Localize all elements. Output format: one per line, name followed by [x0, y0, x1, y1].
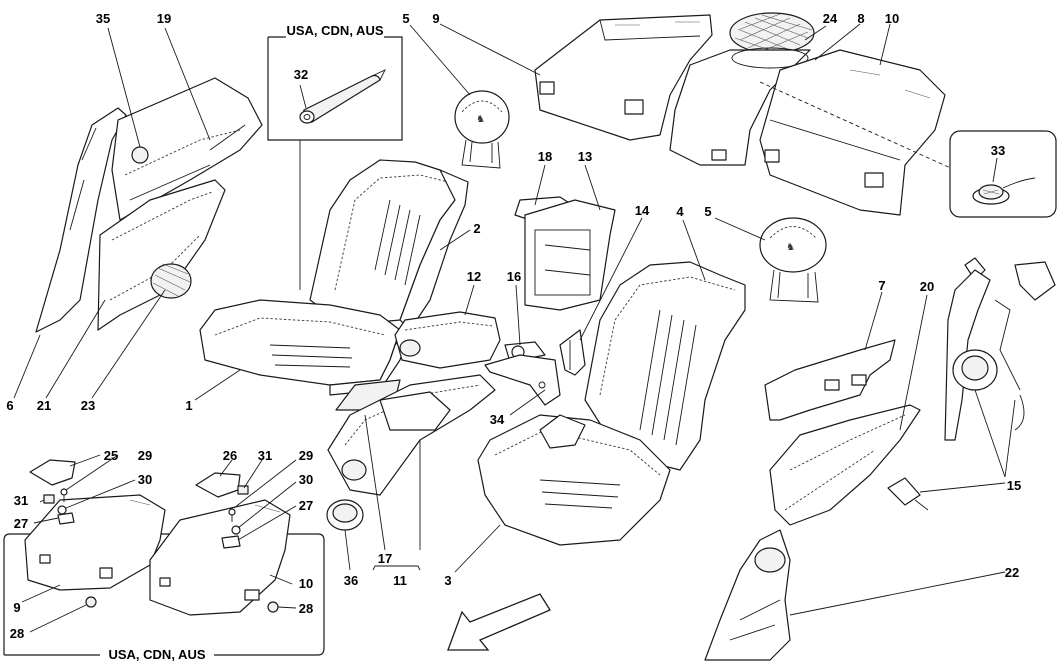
inset-box-top: USA, CDN, AUS: [267, 23, 403, 141]
svg-text:♞: ♞: [786, 242, 795, 253]
callout-33: 33: [991, 143, 1005, 158]
inset-part-31-plug-a: [43, 494, 55, 504]
callout-30-right: 30: [299, 472, 313, 487]
part-10-rear-panel-right: [759, 49, 946, 216]
callout-28-left: 28: [10, 626, 24, 641]
callout-36: 36: [344, 573, 358, 588]
inset-part-26-cover: [195, 472, 241, 498]
leader-lines: [13, 23, 1016, 633]
part-14-latch: [559, 329, 586, 376]
part-9-rear-panel-left: [534, 14, 713, 141]
callout-27-right: 27: [299, 498, 313, 513]
part-22-pillar: [704, 529, 791, 661]
callout-5-right: 5: [704, 204, 711, 219]
callout-20: 20: [920, 279, 934, 294]
svg-text:♞: ♞: [476, 114, 485, 125]
part-12-armrest: [394, 311, 501, 369]
callout-12: 12: [467, 269, 481, 284]
callout-16: 16: [507, 269, 521, 284]
arrow-down-left-icon: [447, 593, 551, 651]
part-4-seat-back-right: [584, 261, 746, 471]
part-8-rear-panel-center: [669, 47, 811, 166]
part-23-speaker-grille: [150, 263, 192, 299]
part-7-upper-trim: [764, 339, 896, 421]
part-5-headrest-upper: ♞: [454, 90, 510, 169]
inset-part-25-cover: [29, 459, 76, 486]
callout-29-right: 29: [299, 448, 313, 463]
callout-1: 1: [185, 398, 192, 413]
part-35-cap: [131, 146, 149, 164]
callout-19: 19: [157, 11, 171, 26]
callout-18: 18: [538, 149, 552, 164]
part-20-mid-trim: [769, 404, 921, 526]
callout-35: 35: [96, 11, 110, 26]
callout-9-inset: 9: [13, 600, 20, 615]
inset-part-27-bracket-b: [221, 535, 241, 549]
callout-26: 26: [223, 448, 237, 463]
part-1-seat-cushion-left: [199, 299, 411, 396]
callout-21: 21: [37, 398, 51, 413]
callout-25: 25: [104, 448, 118, 463]
callout-4: 4: [676, 204, 684, 219]
callout-8: 8: [857, 11, 864, 26]
region-label-top: USA, CDN, AUS: [286, 23, 383, 38]
callout-6: 6: [6, 398, 13, 413]
callout-22: 22: [1005, 565, 1019, 580]
inset-box-bottom: USA, CDN, AUS: [3, 459, 325, 662]
callout-23: 23: [81, 398, 95, 413]
callout-28-right: 28: [299, 601, 313, 616]
callout-30-left: 30: [138, 472, 152, 487]
callout-14: 14: [635, 203, 650, 218]
part-33-sensor: [972, 177, 1036, 205]
callout-32: 32: [294, 67, 308, 82]
part-34-bracket: [484, 354, 561, 406]
callout-15: 15: [1007, 478, 1021, 493]
inset-part-30-clip-a: [57, 505, 67, 515]
part-32-tube: [299, 69, 386, 124]
part-36-cup: [326, 499, 364, 531]
callout-27-left: 27: [14, 516, 28, 531]
callout-13: 13: [578, 149, 592, 164]
callout-34: 34: [490, 412, 505, 427]
callout-31-left: 31: [14, 493, 28, 508]
callout-24: 24: [823, 11, 838, 26]
inset-part-29-screw-a: [60, 488, 68, 502]
callout-numbers: 35 19 5 9 24 8 10 32 2 18 13 14 4 5 33 1…: [6, 11, 1021, 641]
inset-part-29-screw-b: [228, 508, 236, 522]
inset-part-28-grommet-b: [267, 601, 279, 613]
callout-5-upper: 5: [402, 11, 409, 26]
callout-3: 3: [444, 573, 451, 588]
part-11-console: [327, 374, 496, 496]
callout-2: 2: [473, 221, 480, 236]
part-6-pillar-trim: [35, 107, 127, 333]
part-19-upper-panel: [111, 77, 263, 221]
callout-10-inset: 10: [299, 576, 313, 591]
part-13-frame: [524, 199, 616, 311]
callout-7: 7: [878, 278, 885, 293]
callout-17: 17: [378, 551, 392, 566]
inset-part-28-grommet-a: [85, 596, 97, 608]
part-2-seat-back-left: [309, 159, 469, 331]
part-5-headrest-right: ♞: [759, 217, 827, 303]
callout-9-upper: 9: [432, 11, 439, 26]
inset-part-31-plug-b: [237, 485, 249, 495]
inset-box-33: [949, 130, 1057, 218]
region-label-bottom: USA, CDN, AUS: [108, 647, 205, 662]
part-21-lower-panel: [97, 179, 226, 331]
callout-10-upper: 10: [885, 11, 899, 26]
part-3-seat-cushion-right: [477, 414, 671, 546]
callout-29-left: 29: [138, 448, 152, 463]
part-24-speaker-grille-top: [729, 12, 815, 54]
inset-part-10-panel: [149, 499, 291, 616]
inset-part-27-bracket-a: [57, 512, 75, 525]
callout-11: 11: [393, 573, 407, 588]
part-15-seatbelt: [887, 257, 1056, 511]
callout-31-right: 31: [258, 448, 272, 463]
